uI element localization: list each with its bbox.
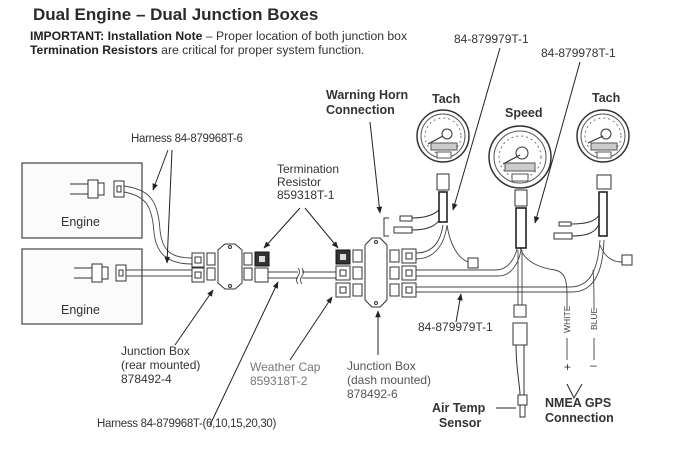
- installation-note: IMPORTANT: Installation Note – Proper lo…: [30, 29, 407, 57]
- label-engine-top: Engine: [61, 215, 100, 229]
- weather-cap-line-1: Weather Cap: [250, 360, 321, 374]
- note-line2-bold: Termination Resistors: [30, 43, 158, 57]
- label-part-879979-top: 84-879979T-1: [454, 32, 529, 46]
- air-temp-line-1: Air Temp: [432, 401, 486, 415]
- dash-jb-connectors-right: [401, 248, 417, 298]
- termination-line-1: Termination: [277, 162, 340, 176]
- label-part-879979-bottom: 84-879979T-1: [418, 320, 493, 334]
- rear-jb-out-connector: [254, 267, 269, 283]
- label-gauge-tach-right: Tach: [592, 91, 621, 105]
- warning-horn-line-2: Connection: [326, 103, 395, 117]
- termination-resistor-rear: [254, 251, 270, 267]
- right-tach-aux-connectors: [553, 214, 633, 266]
- junction-dash-line-1: Junction Box: [347, 359, 416, 373]
- engine-box-top: [21, 162, 143, 239]
- weather-cap-line-2: 859318T-2: [250, 374, 308, 388]
- note-line1-rest: – Proper location of both junction box: [202, 29, 408, 43]
- callout-arrows: [152, 47, 583, 426]
- sensor-plug-left: [467, 257, 479, 269]
- label-part-879978: 84-879978T-1: [541, 46, 616, 60]
- gauge-speed: [488, 125, 552, 249]
- label-junction-box-rear: Junction Box (rear mounted) 878492-4: [121, 344, 200, 386]
- label-junction-box-dash: Junction Box (dash mounted) 878492-6: [347, 359, 431, 401]
- termination-line-3: 859318T-1: [277, 188, 335, 202]
- label-harness-top: Harness 84-879968T-6: [131, 133, 243, 145]
- label-air-temp-sensor: Air Temp Sensor: [432, 401, 485, 431]
- junction-rear-line-1: Junction Box: [121, 344, 190, 358]
- junction-dash-line-2: (dash mounted): [347, 373, 432, 387]
- label-nmea-gps: NMEA GPS Connection: [545, 396, 614, 426]
- note-line2-rest: are critical for proper system function.: [157, 43, 365, 57]
- termination-resistor-dash: [335, 249, 351, 265]
- junction-rear-line-3: 878492-4: [121, 372, 172, 386]
- termination-line-2: Resistor: [277, 175, 322, 189]
- air-temp-line-2: Sensor: [438, 416, 482, 430]
- trunk-harness: [268, 267, 336, 285]
- label-engine-bottom: Engine: [61, 303, 100, 317]
- label-gauge-tach-left: Tach: [432, 92, 461, 106]
- junction-box-dash: [352, 237, 400, 308]
- engine-box-bottom: [21, 248, 143, 325]
- junction-dash-line-3: 878492-6: [347, 387, 398, 401]
- label-gauge-speed: Speed: [505, 106, 543, 120]
- junction-rear-line-2: (rear mounted): [121, 358, 201, 372]
- page-title: Dual Engine – Dual Junction Boxes: [33, 5, 319, 24]
- label-weather-cap: Weather Cap 859318T-2: [250, 360, 320, 388]
- warning-horn-connector: [383, 207, 442, 237]
- label-termination-resistor: Termination Resistor 859318T-1: [277, 163, 339, 202]
- harness-engine-top: [123, 185, 193, 265]
- dash-jb-connectors-left: [335, 265, 351, 298]
- junction-box-rear: [206, 243, 253, 290]
- label-wire-blue: BLUE: [589, 307, 599, 330]
- nmea-line-1: NMEA GPS: [545, 396, 612, 410]
- label-warning-horn: Warning Horn Connection: [326, 88, 408, 118]
- nmea-line-2: Connection: [545, 411, 614, 425]
- label-minus: –: [590, 358, 597, 372]
- gauge-tach-right: [576, 109, 630, 237]
- harness-engine-bottom: [126, 269, 192, 277]
- air-temp-sensor: [512, 304, 528, 418]
- rear-jb-connectors-left: [191, 252, 205, 283]
- label-plus: +: [564, 360, 572, 374]
- gauge-tach-left: [416, 109, 470, 223]
- label-wire-white: WHITE: [562, 305, 572, 333]
- warning-horn-line-1: Warning Horn: [326, 88, 409, 102]
- label-harness-bottom: Harness 84-879968T-(6,10,15,20,30): [97, 418, 277, 430]
- note-line1-bold: IMPORTANT: Installation Note: [30, 29, 203, 43]
